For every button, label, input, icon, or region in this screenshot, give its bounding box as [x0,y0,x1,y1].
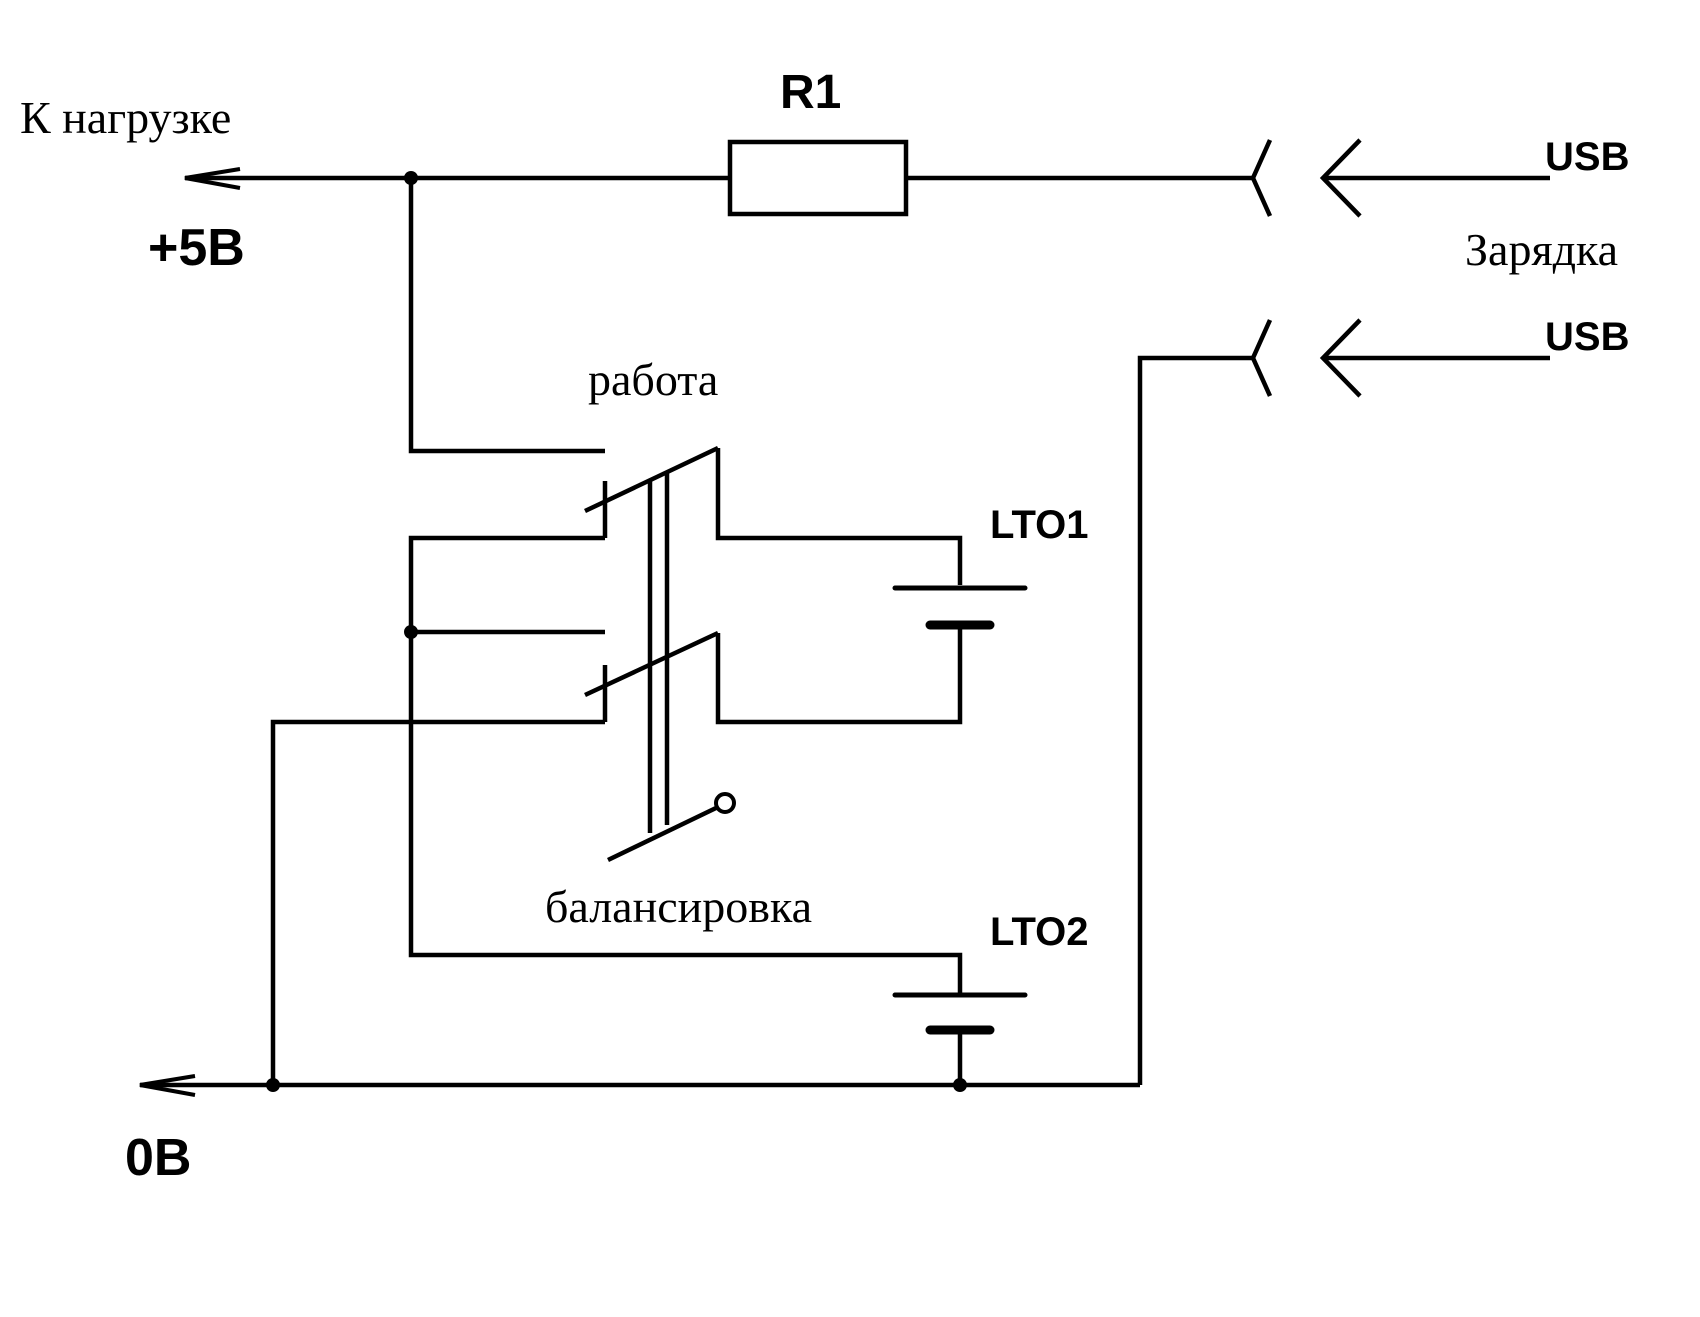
usb-label-bottom: USB [1545,315,1629,359]
balance-bus-wire [408,535,963,995]
usb-connector-bottom [1137,318,1550,1085]
usb-connector-top [1250,138,1550,218]
linkage-lever [607,805,717,863]
load-label: К нагрузке [20,92,231,143]
socket-chevron-icon [1250,139,1273,217]
open-terminal-icon [714,792,736,814]
socket-chevron-icon [1250,319,1273,397]
work-contact-wire [408,178,605,454]
ground-return-wire [1137,355,1253,1085]
pole2-output-wire [715,628,963,725]
usb-label-top: USB [1545,135,1629,179]
battery-lto1 [892,585,1028,630]
switch-pole-1 [584,445,963,585]
pole2-input-wire [270,719,605,1085]
charging-label: Зарядка [1465,224,1618,275]
switch-linkage [607,472,736,863]
positive-rail [184,167,1253,190]
battery-lto2 [892,992,1028,1085]
ground-rail [139,1074,1140,1097]
battery1-label: LTO1 [990,503,1089,547]
work-mode-label: работа [588,354,718,405]
junction-dot-ground-right [953,1078,967,1092]
resistor-label: R1 [780,66,841,119]
zero-v-label: 0В [125,1129,191,1187]
plus5v-label: +5В [148,219,245,277]
output-arrow-ground-icon [139,1074,196,1097]
switch-blade [584,445,719,514]
pole1-output-wire [715,448,963,585]
junction-dot-ground-left [266,1078,280,1092]
battery2-label: LTO2 [990,910,1089,954]
balance-mode-label: балансировка [545,881,812,932]
resistor-r1 [727,139,909,217]
output-arrow-plus-icon [184,167,241,190]
